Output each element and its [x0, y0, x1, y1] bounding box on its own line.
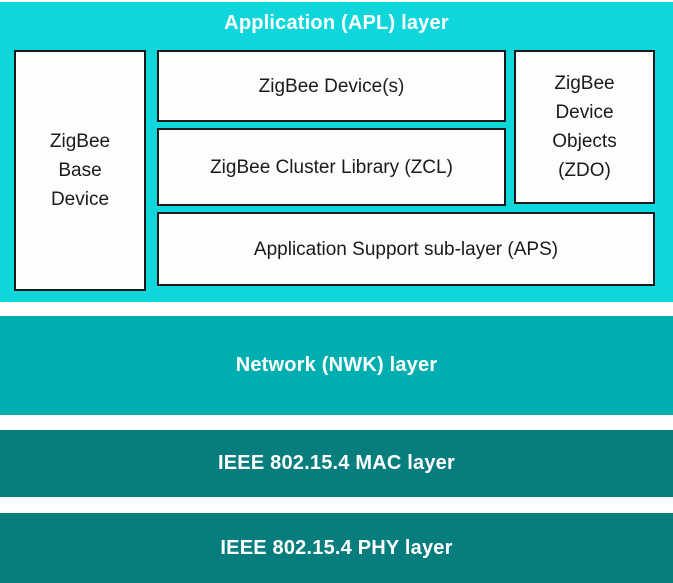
zigbee-cluster-library-label: ZigBee Cluster Library (ZCL) — [210, 156, 453, 178]
zigbee-devices-box: ZigBee Device(s) — [157, 50, 506, 122]
apl-layer-block: Application (APL) layer ZigBee Base Devi… — [0, 2, 673, 302]
mac-layer-label: IEEE 802.15.4 MAC layer — [218, 452, 455, 474]
phy-layer-label: IEEE 802.15.4 PHY layer — [220, 536, 453, 559]
network-layer-label: Network (NWK) layer — [235, 354, 438, 376]
zigbee-devices-label: ZigBee Device(s) — [258, 75, 405, 97]
application-support-sublayer-box: Application Support sub-layer (APS) — [157, 212, 655, 286]
application-support-sublayer-label: Application Support sub-layer (APS) — [253, 238, 559, 260]
zigbee-device-objects-box: ZigBee Device Objects (ZDO) — [514, 50, 655, 204]
zigbee-device-objects-label: ZigBee Device Objects (ZDO) — [552, 73, 617, 181]
mac-layer-band: IEEE 802.15.4 MAC layer — [0, 430, 673, 497]
zigbee-base-device-box: ZigBee Base Device — [14, 50, 146, 291]
zigbee-base-device-label: ZigBee Base Device — [49, 131, 111, 210]
zigbee-cluster-library-box: ZigBee Cluster Library (ZCL) — [157, 128, 506, 206]
phy-layer-band: IEEE 802.15.4 PHY layer — [0, 513, 673, 583]
apl-layer-title: Application (APL) layer — [224, 12, 449, 34]
network-layer-band: Network (NWK) layer — [0, 316, 673, 415]
